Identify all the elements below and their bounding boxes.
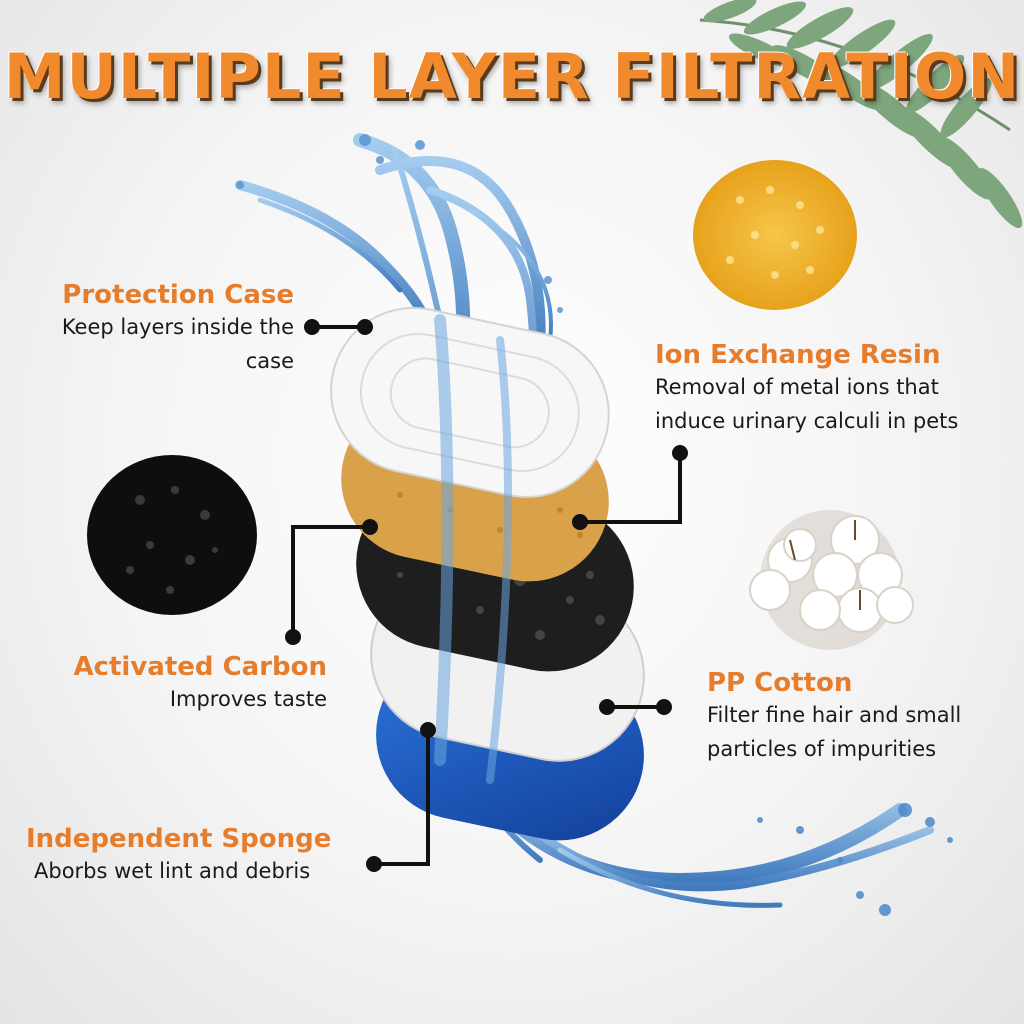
layer-description: Keep layers inside the case [61,315,294,373]
layer-heading: Activated Carbon [73,652,327,682]
callout-lines [291,325,682,866]
protection-case-layer [330,306,610,499]
layer-description: Filter fine hair and small particles of … [707,703,962,761]
label-activated-carbon: Activated Carbon Improves taste [7,652,327,716]
layer-description: Removal of metal ions that induce urinar… [655,375,959,433]
label-protection-case: Protection Case Keep layers inside the c… [0,280,294,378]
fern-leaf-icon [699,0,1023,229]
label-pp-cotton: PP Cotton Filter fine hair and small par… [707,668,1007,766]
resin-beads-icon [693,160,857,310]
layer-heading: Protection Case [62,280,294,310]
label-ion-exchange-resin: Ion Exchange Resin Removal of metal ions… [655,340,1000,438]
carbon-granules-icon [87,455,257,615]
layer-description: Aborbs wet lint and debris [34,859,311,883]
label-independent-sponge: Independent Sponge Aborbs wet lint and d… [26,824,366,888]
layer-heading: Independent Sponge [26,824,332,854]
layer-heading: Ion Exchange Resin [655,340,941,370]
layer-description: Improves taste [169,687,327,711]
cotton-flowers-icon [749,510,914,650]
page-title: MULTIPLE LAYER FILTRATION [3,40,1021,113]
layer-heading: PP Cotton [707,668,853,698]
